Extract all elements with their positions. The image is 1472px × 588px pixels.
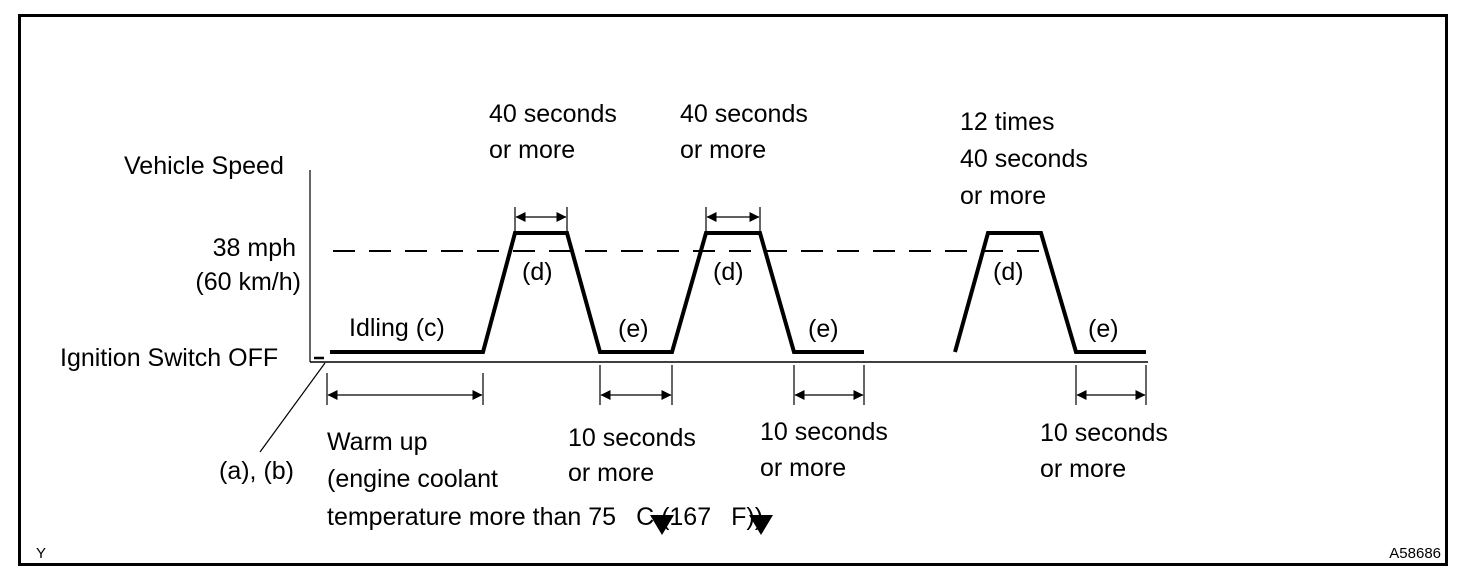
repeat-count: 12 times bbox=[960, 108, 1054, 136]
step-d-label: (d) bbox=[522, 258, 553, 286]
corner-code: Y bbox=[36, 545, 46, 562]
step-e-label: (e) bbox=[808, 315, 839, 343]
warmup-line2: (engine coolant bbox=[327, 465, 498, 493]
d-duration-line2: or more bbox=[960, 182, 1046, 210]
d-duration-line2: or more bbox=[489, 136, 575, 164]
e-duration-line1: 10 seconds bbox=[760, 418, 888, 446]
d-duration-line1: 40 seconds bbox=[489, 100, 617, 128]
degree-glyph-icon bbox=[650, 515, 674, 535]
step-e-label: (e) bbox=[1088, 315, 1119, 343]
speed-value-mph: 38 mph bbox=[213, 234, 296, 262]
step-d-label: (d) bbox=[713, 258, 744, 286]
d-duration-line2: or more bbox=[680, 136, 766, 164]
dimension-arrows bbox=[327, 212, 1146, 400]
e-duration-line1: 10 seconds bbox=[1040, 419, 1168, 447]
idling-label: Idling (c) bbox=[349, 314, 445, 342]
d-duration-line1: 40 seconds bbox=[680, 100, 808, 128]
speed-value-kmh: (60 km/h) bbox=[195, 268, 301, 296]
diagram-frame bbox=[18, 14, 1448, 566]
step-d-label: (d) bbox=[993, 258, 1024, 286]
y-axis-label: Vehicle Speed bbox=[124, 152, 284, 180]
ab-leader bbox=[259, 362, 326, 453]
extension-ticks bbox=[326, 207, 1147, 405]
step-ab-label: (a), (b) bbox=[219, 457, 294, 485]
e-duration-line1: 10 seconds bbox=[568, 424, 696, 452]
degree-glyph-icon bbox=[749, 515, 773, 535]
e-duration-line2: or more bbox=[568, 459, 654, 487]
step-e-label: (e) bbox=[618, 315, 649, 343]
warmup-line1: Warm up bbox=[327, 428, 427, 456]
speed-profile-2 bbox=[953, 231, 1146, 354]
baseline-label: Ignition Switch OFF bbox=[60, 344, 278, 372]
e-duration-line2: or more bbox=[1040, 455, 1126, 483]
figure-id: A58686 bbox=[1389, 545, 1441, 562]
speed-profile-1 bbox=[330, 231, 864, 354]
d-duration-line1: 40 seconds bbox=[960, 145, 1088, 173]
e-duration-line2: or more bbox=[760, 454, 846, 482]
